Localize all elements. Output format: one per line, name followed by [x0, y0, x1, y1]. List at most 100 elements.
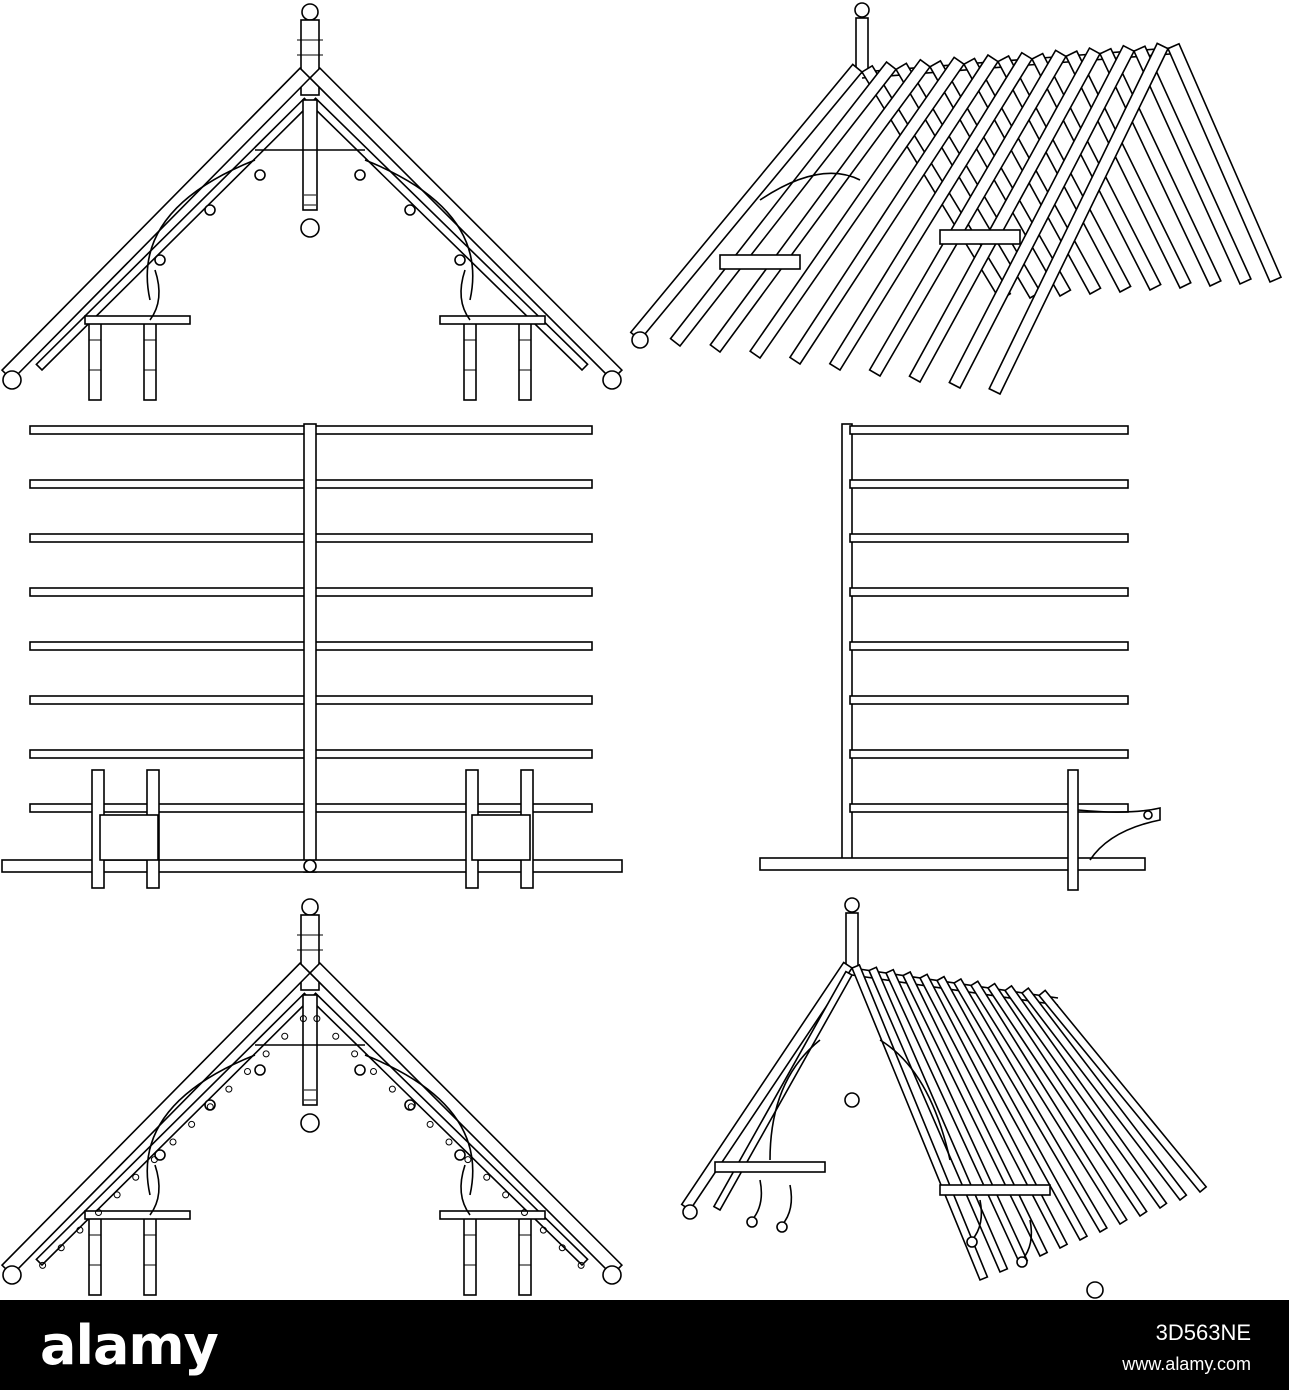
wall-post-left — [88, 1214, 102, 1296]
arch-boss — [204, 1099, 216, 1111]
scallop-right — [370, 1068, 377, 1075]
side-bracket — [1077, 806, 1161, 861]
scallop-right — [445, 1138, 453, 1146]
scallop-left — [225, 1085, 233, 1093]
arch-boss — [154, 254, 166, 266]
image-id: 3D563NE — [1155, 1320, 1251, 1345]
rafter-left-perspective — [988, 42, 1170, 396]
side-elevation-view — [759, 423, 1161, 891]
ornamental-bracket — [751, 1179, 763, 1221]
scallop-right — [521, 1209, 528, 1216]
purlin-end — [849, 641, 1129, 651]
king-post-plan — [303, 859, 317, 873]
arched-brace-perspective — [769, 1039, 821, 1161]
wall-plate-perspective — [714, 1161, 826, 1173]
finial-post — [845, 912, 859, 969]
scallop-right — [577, 1261, 585, 1269]
purlin-end — [849, 533, 1129, 543]
rafter-left-perspective — [749, 56, 966, 360]
rafter-left-perspective — [680, 961, 854, 1212]
drawing-canvas — [0, 2, 1283, 1299]
scallop-right — [502, 1191, 510, 1199]
rafter-left-perspective — [908, 46, 1102, 384]
scallop-left — [169, 1138, 177, 1146]
rafter-inner-left — [35, 97, 312, 372]
rafter-left — [0, 962, 312, 1277]
scallop-left — [76, 1226, 84, 1234]
arched-brace-right — [364, 159, 474, 301]
side-bracket-boss — [1143, 810, 1153, 820]
eave-roll-right — [602, 1265, 622, 1285]
front-elevation-view — [0, 3, 624, 401]
wall-plate-left — [84, 315, 191, 325]
scallop-left — [188, 1120, 196, 1128]
arch-boss — [404, 204, 416, 216]
scallop-left — [299, 1015, 307, 1023]
scallop-right — [388, 1085, 396, 1093]
finial-ring — [301, 898, 319, 916]
corbel-plan — [99, 814, 159, 861]
scallop-right — [539, 1226, 547, 1234]
ridge-perspective — [851, 974, 1059, 1006]
scallop-left — [132, 1173, 140, 1181]
rafter-right-perspective — [1166, 42, 1283, 284]
wall-post-right — [463, 319, 477, 401]
wall-plate-right — [439, 315, 546, 325]
pendant-drop — [300, 218, 320, 238]
scallop-left — [206, 1103, 214, 1111]
wall-plate-perspective — [939, 1184, 1051, 1196]
wall-post-right — [463, 1214, 477, 1296]
arch-boss — [354, 1064, 366, 1076]
rafter-left-perspective — [788, 53, 1000, 366]
scallop-left — [113, 1191, 121, 1199]
arch-boss — [354, 169, 366, 181]
rafter-right-perspective — [1037, 989, 1208, 1194]
bracket-foot — [966, 1236, 978, 1248]
front-elevation-detailed-view — [0, 898, 624, 1296]
wall-plate-perspective — [939, 229, 1021, 245]
site-url: www.alamy.com — [1122, 1354, 1251, 1374]
arch-boss — [454, 254, 466, 266]
wall-post-right — [518, 1214, 532, 1296]
wall-plate-left — [84, 1210, 191, 1220]
arch-boss — [204, 204, 216, 216]
scallop-left — [281, 1032, 289, 1040]
scallop-right — [483, 1173, 491, 1181]
bracket-foot — [746, 1216, 758, 1228]
finial-ring — [854, 2, 870, 18]
rafter-left-perspective — [629, 63, 864, 342]
corbel-right — [460, 1164, 471, 1216]
arched-brace-left — [146, 1054, 256, 1196]
finial-ring — [844, 897, 860, 913]
corbel-plan — [471, 814, 531, 861]
rafter-right-perspective — [918, 973, 1069, 1250]
side-post — [1067, 769, 1079, 891]
rafter-right-perspective — [1020, 987, 1188, 1202]
rafter-right — [308, 961, 624, 1277]
alamy-logo: alamy — [40, 1313, 219, 1377]
wall-post-left — [143, 319, 157, 401]
scallop-left — [262, 1050, 270, 1058]
purlin-end — [849, 425, 1129, 435]
arched-brace-perspective — [759, 172, 861, 201]
corbel-right — [460, 269, 471, 321]
scallop-right — [332, 1032, 340, 1040]
rafter-right-perspective — [1003, 984, 1168, 1210]
purlin-end — [849, 587, 1129, 597]
rafter-left-perspective — [669, 60, 898, 348]
arch-boss — [254, 1064, 266, 1076]
eave-roll — [1086, 1281, 1104, 1299]
purlin-end — [849, 803, 1129, 813]
purlin-end — [849, 749, 1129, 759]
wall-plate-right — [439, 1210, 546, 1220]
wall-post-left — [143, 1214, 157, 1296]
scallop-left — [244, 1068, 251, 1075]
scallop-left — [57, 1244, 65, 1252]
rafter-right-perspective — [935, 975, 1089, 1242]
pendant-drop — [844, 1092, 860, 1108]
rafter-inner-right — [308, 992, 589, 1267]
scallop-left — [150, 1156, 158, 1164]
corbel-left — [149, 269, 160, 321]
scallop-right — [464, 1156, 472, 1164]
ornamental-bracket — [781, 1184, 793, 1226]
